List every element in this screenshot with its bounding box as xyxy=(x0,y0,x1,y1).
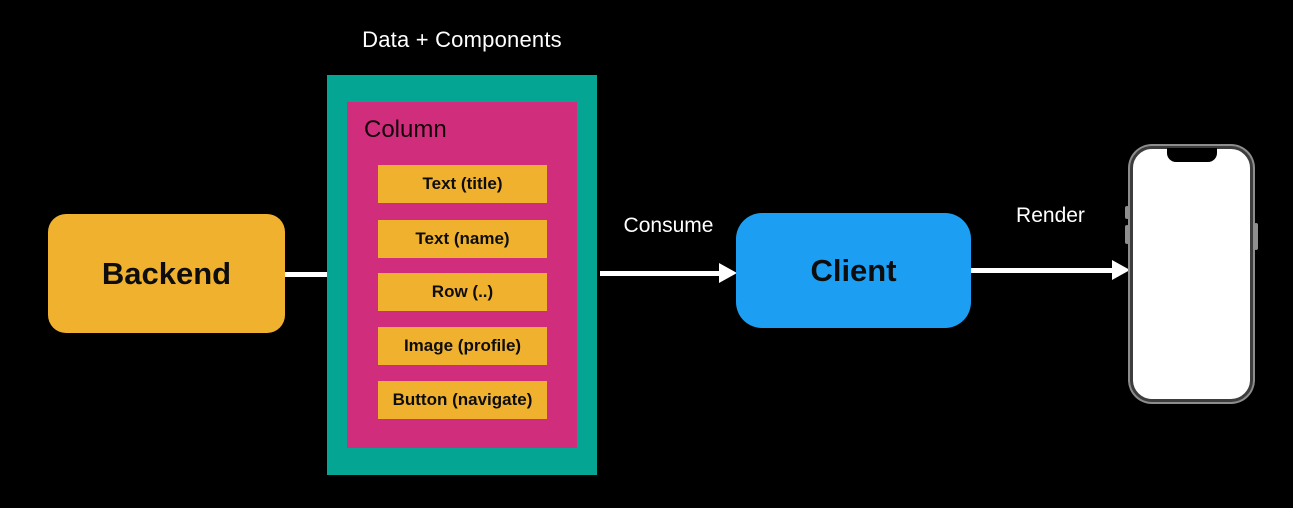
client-node: Client xyxy=(736,213,971,328)
client-label: Client xyxy=(810,252,897,288)
render-arrow-shaft xyxy=(971,268,1112,273)
render-edge-label: Render xyxy=(1016,204,1085,227)
component-item-button-navigate: Button (navigate) xyxy=(378,381,547,419)
payload-container: Column Text (title) Text (name) Row (..)… xyxy=(327,75,597,475)
connector-backend-payload xyxy=(285,272,327,277)
phone-volume-up-button xyxy=(1125,206,1129,219)
payload-title: Data + Components xyxy=(362,27,562,52)
component-item-text-title: Text (title) xyxy=(378,165,547,203)
phone-volume-down-button xyxy=(1125,225,1129,244)
render-arrowhead-icon xyxy=(1112,260,1130,280)
component-item-text-name: Text (name) xyxy=(378,220,547,258)
column-box: Column Text (title) Text (name) Row (..)… xyxy=(347,102,577,448)
phone-notch xyxy=(1166,148,1217,162)
component-item-image-profile: Image (profile) xyxy=(378,327,547,365)
consume-edge-label: Consume xyxy=(623,214,714,237)
component-item-row: Row (..) xyxy=(378,273,547,311)
consume-arrowhead-icon xyxy=(719,263,737,283)
phone-power-button xyxy=(1254,223,1258,250)
phone-icon xyxy=(1125,146,1258,402)
column-label: Column xyxy=(364,116,447,143)
backend-node: Backend xyxy=(48,214,285,333)
backend-label: Backend xyxy=(101,255,232,291)
consume-arrow-shaft xyxy=(600,271,719,276)
